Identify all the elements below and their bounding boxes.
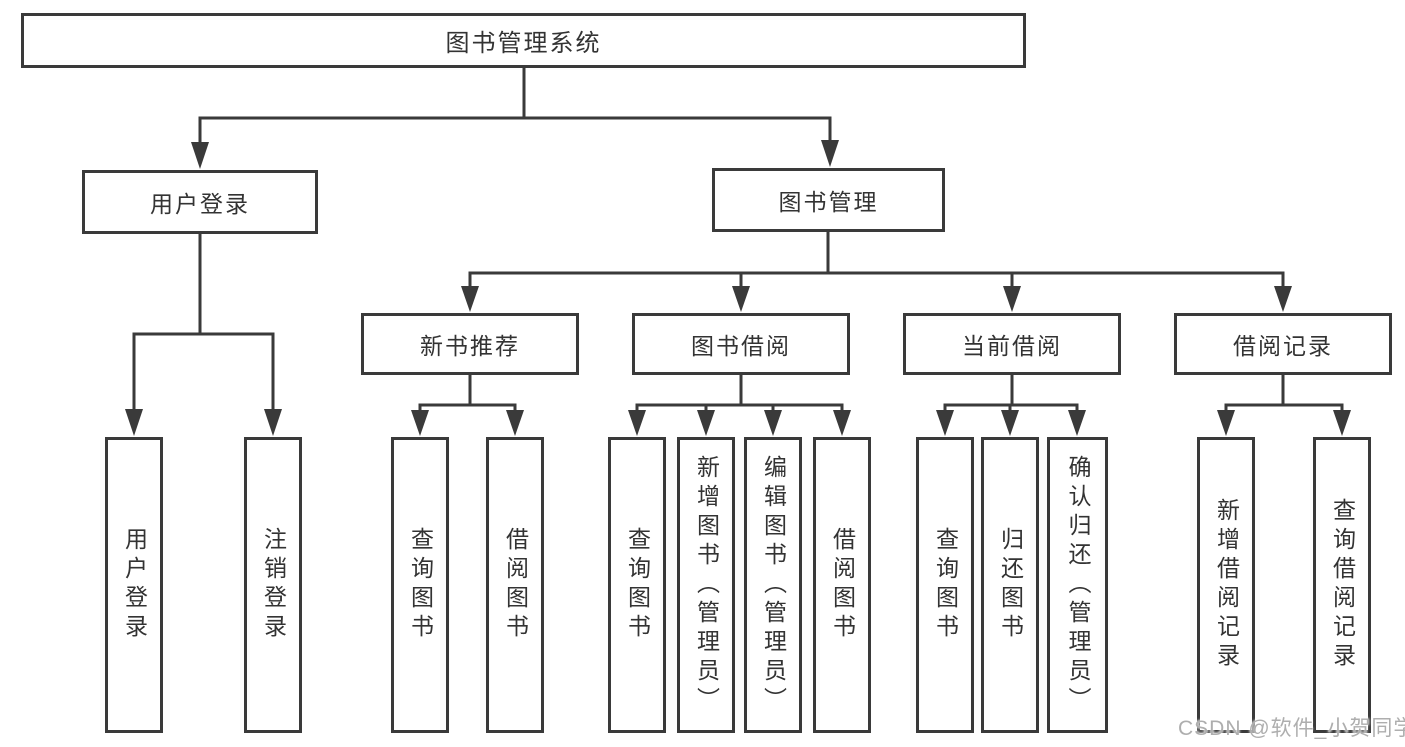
- node-new-book-recommend: 新书推荐: [361, 313, 579, 375]
- connector-book-mgmt-children: [468, 232, 1285, 287]
- node-leaf-add-borrow-record: 新增借阅记录: [1197, 437, 1255, 733]
- node-leaf-query-books-b: 查询图书: [608, 437, 666, 733]
- connector-root-to-level2: [198, 68, 832, 143]
- node-user-login: 用户登录: [82, 170, 318, 234]
- watermark: CSDN @软件_小贺同学: [1178, 717, 1405, 740]
- node-book-borrowing: 图书借阅: [632, 313, 850, 375]
- node-leaf-query-books-a: 查询图书: [391, 437, 449, 733]
- node-current-borrowing: 当前借阅: [903, 313, 1121, 375]
- connector-current-borrowing-children: [943, 375, 1079, 411]
- node-leaf-query-books-c: 查询图书: [916, 437, 974, 733]
- connector-new-book-rec-children: [418, 375, 517, 411]
- node-leaf-logout: 注销登录: [244, 437, 302, 733]
- node-leaf-borrow-books-b: 借阅图书: [813, 437, 871, 733]
- connector-user-login-children: [132, 234, 275, 410]
- node-library-management-system: 图书管理系统: [21, 13, 1026, 68]
- node-leaf-return-books: 归还图书: [981, 437, 1039, 733]
- connector-borrowing-records-children: [1224, 375, 1344, 411]
- node-leaf-query-borrow-record: 查询借阅记录: [1313, 437, 1371, 733]
- node-leaf-user-login: 用户登录: [105, 437, 163, 733]
- node-leaf-edit-books-admin: 编辑图书（管理员）: [744, 437, 802, 733]
- node-leaf-confirm-return-admin: 确认归还（管理员）: [1047, 437, 1108, 733]
- node-book-management: 图书管理: [712, 168, 945, 232]
- arrowheads: [125, 140, 1351, 436]
- node-leaf-borrow-books-a: 借阅图书: [486, 437, 544, 733]
- connector-book-borrowing-children: [635, 375, 844, 411]
- node-leaf-add-books-admin: 新增图书（管理员）: [677, 437, 735, 733]
- node-borrowing-records: 借阅记录: [1174, 313, 1392, 375]
